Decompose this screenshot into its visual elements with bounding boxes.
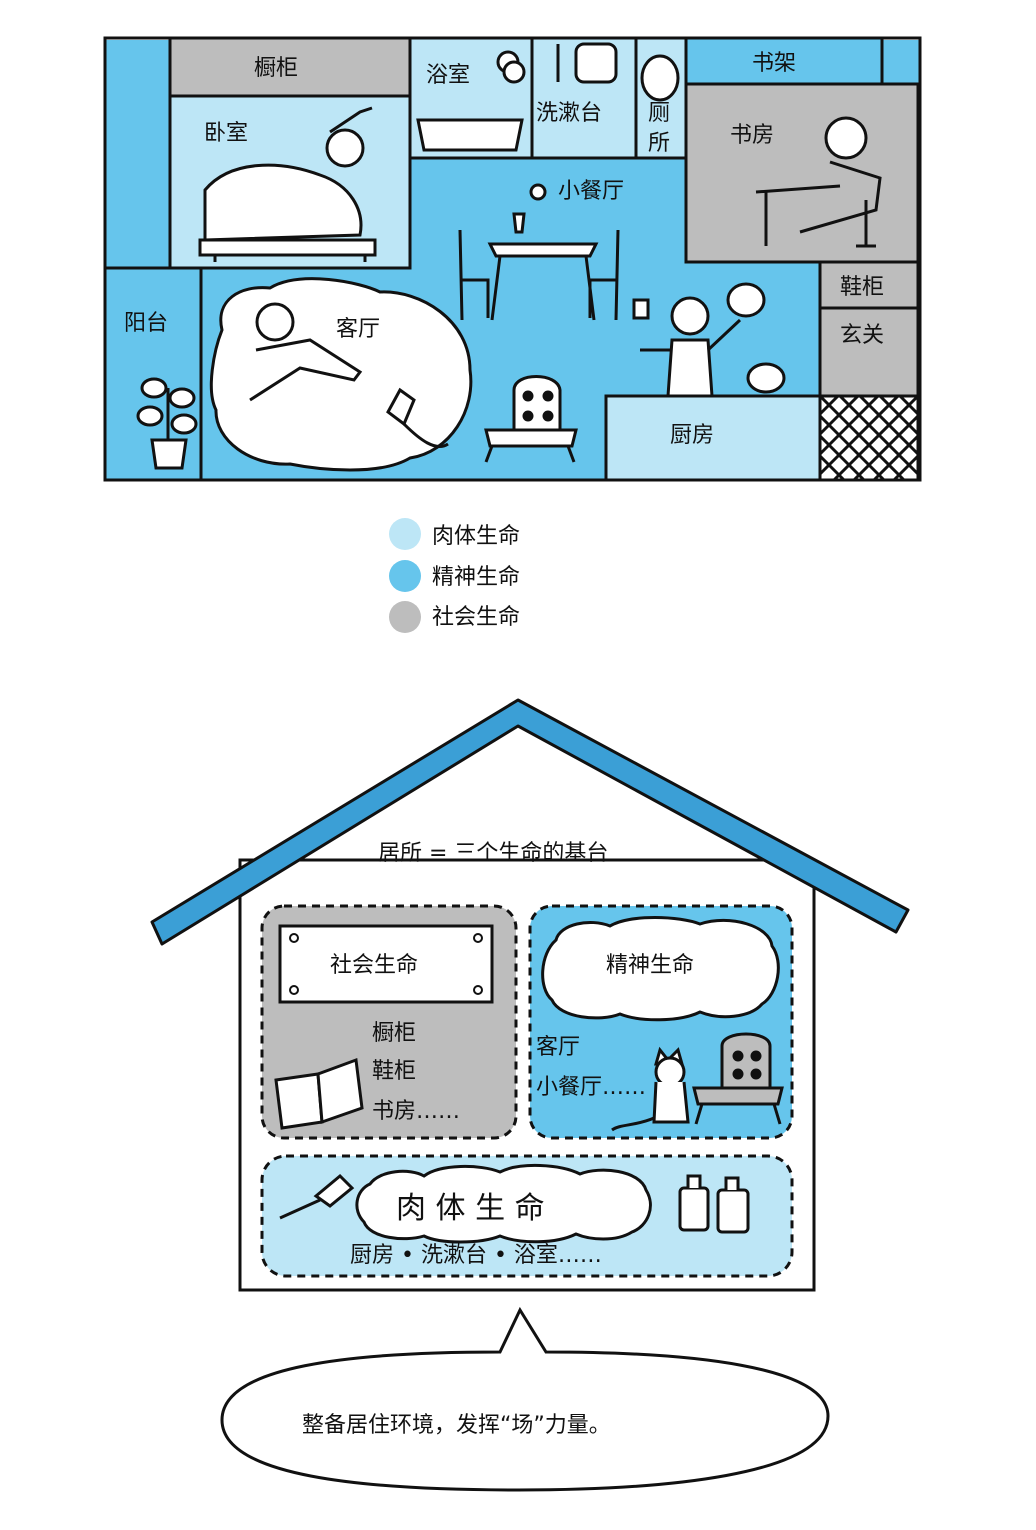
entrance-mat	[818, 394, 920, 482]
spiritual-item: 客厅	[536, 1035, 580, 1060]
armchair-icon	[692, 1032, 784, 1125]
room-label-living: 客厅	[336, 317, 380, 342]
room-label-entrance: 玄关	[840, 323, 884, 348]
bathtub-icon	[416, 50, 526, 152]
room-label-washbasin: 洗漱台	[536, 101, 602, 126]
social-item: 书房……	[372, 1099, 460, 1124]
room-label-bathroom: 浴室	[426, 63, 470, 88]
room-study	[684, 82, 920, 264]
spiritual-life-cloud	[541, 916, 780, 1022]
room-label-toilet: 厕	[648, 101, 670, 126]
room-wardrobe	[168, 36, 412, 98]
speech-bubble: 整备居住环境，发挥“场”力量。	[220, 1306, 830, 1492]
room-washbasin	[530, 36, 638, 160]
cook-icon	[632, 282, 786, 398]
cat-icon	[611, 1046, 690, 1132]
legend-swatch-physical	[389, 518, 421, 550]
social-item: 橱柜	[372, 1021, 416, 1046]
social-life-sign	[278, 924, 494, 1004]
room-label-balcony: 阳台	[124, 311, 168, 336]
room-label-bookshelf: 书架	[752, 51, 796, 76]
room-entrance	[818, 306, 920, 398]
dining-table-icon	[458, 183, 620, 321]
room-label-study: 书房	[730, 123, 774, 148]
room-label-kitchen: 厨房	[670, 423, 714, 448]
washbasin-icon	[556, 42, 618, 84]
legend-label-social: 社会生命	[432, 605, 520, 630]
bottles-icon	[678, 1174, 750, 1234]
bed-icon	[198, 106, 377, 262]
social-life-sign-label: 社会生命	[330, 953, 418, 978]
toilet-icon	[640, 54, 680, 102]
physical-life-cloud-label: 肉 体 生 命	[396, 1191, 545, 1226]
spiritual-item: 小餐厅……	[536, 1075, 646, 1100]
plant-icon	[136, 377, 198, 470]
room-label-bedroom: 卧室	[204, 121, 248, 146]
room-shoe-cabinet	[818, 260, 920, 310]
room-label-dining: 小餐厅	[558, 179, 624, 204]
social-item: 鞋柜	[372, 1059, 416, 1084]
study-desk-icon	[755, 116, 882, 248]
room-label-shoe-cabinet: 鞋柜	[840, 275, 884, 300]
legend-swatch-social	[389, 601, 421, 633]
speech-bubble-text: 整备居住环境，发挥“场”力量。	[302, 1413, 611, 1438]
spatula-icon	[279, 1173, 355, 1220]
legend: 肉体生命 精神生命 社会生命	[389, 518, 520, 633]
legend-label-spiritual: 精神生命	[432, 565, 520, 590]
book-icon	[274, 1057, 364, 1130]
rug-icon	[209, 277, 473, 472]
house-title: 居所 = 三个生命的基台	[378, 841, 608, 866]
floor-plan-labels: 橱柜 浴室 洗漱台 厕 所 书架 卧室 书房 小餐厅 阳台 客厅 鞋柜 玄关 厨…	[124, 51, 884, 448]
physical-life-cloud	[355, 1164, 652, 1244]
chair-icon	[484, 375, 578, 463]
room-label-wardrobe: 橱柜	[254, 56, 298, 81]
house-roof	[150, 698, 910, 946]
legend-label-physical: 肉体生命	[432, 524, 520, 549]
room-label-toilet-2: 所	[648, 131, 670, 156]
floor-plan-drawings	[136, 42, 882, 472]
legend-swatch-spiritual	[389, 560, 421, 592]
house: 居所 = 三个生命的基台 社会生命 橱柜 鞋柜 书房…… 精神生命 客厅 小餐厅…	[150, 698, 910, 1292]
spiritual-life-cloud-label: 精神生命	[606, 953, 694, 978]
physical-items: 厨房 • 洗漱台 • 浴室……	[350, 1243, 602, 1268]
